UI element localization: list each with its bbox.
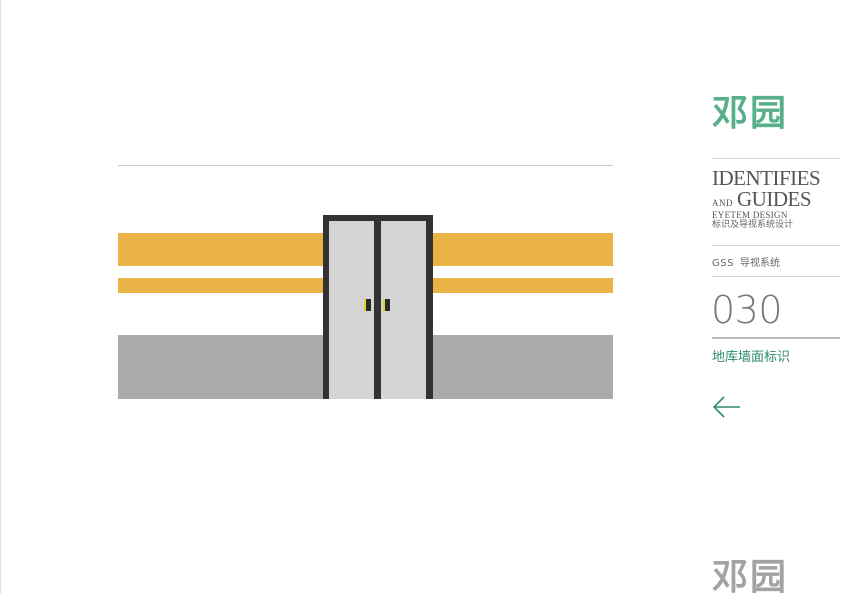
identity-line-2-main: GUIDES xyxy=(737,187,812,211)
divider xyxy=(712,276,840,277)
identity-line-3: EYETEM DESIGN xyxy=(712,210,788,220)
identity-line-1: IDENTIFIES xyxy=(712,166,821,190)
brand-logo: 邓园 xyxy=(712,93,789,134)
door-handle-right-icon xyxy=(383,299,390,311)
arrow-left-icon xyxy=(712,396,740,418)
brand-logo-footer: 邓园 xyxy=(712,557,789,598)
identity-line-2: AND GUIDES xyxy=(712,189,812,210)
ceiling-line xyxy=(118,165,613,166)
section-label: GSS 导视系统 xyxy=(712,254,780,269)
section-code: GSS xyxy=(712,258,734,269)
identity-line-2-prefix: AND xyxy=(712,198,733,208)
door-handle-left-icon xyxy=(364,299,371,311)
page-number: 030 xyxy=(711,288,783,332)
page-left-border xyxy=(0,0,1,594)
page-subtitle: 地库墙面标识 xyxy=(712,350,791,365)
page-number-underline xyxy=(712,337,840,339)
wall-signage-illustration xyxy=(118,165,613,399)
back-button[interactable] xyxy=(712,394,742,420)
section-name: 导视系统 xyxy=(739,258,780,269)
divider xyxy=(712,158,840,159)
identity-title-block: IDENTIFIES AND GUIDES EYETEM DESIGN 标识及导… xyxy=(712,166,821,230)
divider xyxy=(712,245,840,246)
identity-line-4: 标识及导视系统设计 xyxy=(712,220,794,230)
double-door xyxy=(323,215,433,399)
